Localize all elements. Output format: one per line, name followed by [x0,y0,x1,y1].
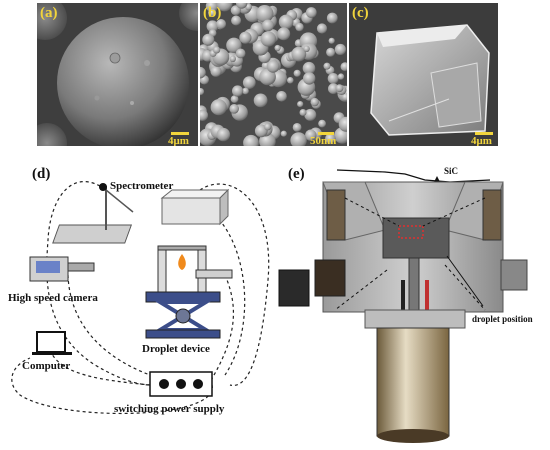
nanoparticle [305,129,317,141]
sem-nanoparticles-graphic [200,3,347,146]
panel-label-d: (d) [32,166,51,182]
nanoparticle [266,60,280,73]
nanoparticle [299,109,307,116]
nanoparticle [230,95,239,103]
nanoparticle [287,77,294,84]
nanoparticle [213,46,221,54]
nanoparticle [264,123,272,131]
nanoparticle [302,61,316,75]
nanoparticle [200,88,205,96]
nanoparticle [304,108,317,121]
nanoparticle [335,84,344,93]
scale-bar-b [318,132,334,135]
nanoparticle [216,127,231,142]
nanoparticle [200,66,206,79]
nanoparticle [303,45,310,52]
scale-bar-c [475,132,493,135]
sem-image-b: (b) 50nm [200,3,347,146]
nanoparticle [325,133,336,144]
sem-image-a: (a) 4μm [37,3,198,146]
nanoparticle [328,37,335,44]
sem-sphere-graphic [37,3,198,146]
nanoparticle [243,134,259,146]
sem-cube-graphic [349,3,498,146]
nanoparticle [318,119,326,128]
nanoparticle [293,69,301,77]
device-photo-graphic [278,169,528,443]
nanoparticle [236,3,248,9]
label-sic: SiC [444,166,459,176]
schematic-drawing [11,181,270,415]
nanoparticle [334,43,346,56]
nanoparticle [262,19,274,32]
nanoparticle [276,91,287,102]
nanoparticle [210,99,227,116]
nanoparticle [291,46,307,62]
nanoparticle [239,31,252,44]
nanoparticle [277,27,291,41]
nanoparticle [255,5,274,23]
label-switching-power-supply: switching power supply [114,403,225,415]
nanoparticle [206,20,219,33]
scale-bar-a [171,132,189,135]
scale-label-c: 4μm [471,135,492,146]
panel-label-b: (b) [203,5,222,21]
nanoparticle [232,85,244,97]
nanoparticle [327,73,339,84]
nanoparticle [326,47,336,57]
panel-label-e: (e) [288,166,305,182]
nanoparticle [334,127,347,144]
schematic-d: (d) Spectrometer High speed camera Dropl… [0,160,275,450]
nanoparticle [328,83,339,95]
nanoparticle [216,19,227,29]
nanoparticle [230,5,241,16]
nanoparticle [229,104,239,114]
nanoparticle [323,62,331,70]
nanoparticle [231,15,242,26]
nanoparticle [274,44,281,52]
nanoparticle [242,87,249,95]
scale-label-a: 4μm [168,135,189,146]
nanoparticle [310,97,319,107]
sem-image-c: (c) 4μm [349,3,498,146]
nanoparticle [242,76,256,89]
label-spectrometer: Spectrometer [110,180,174,192]
nanoparticle [259,68,276,86]
device-photo-e: (e) SiC droplet position [275,160,550,450]
nanoparticle [326,12,338,24]
nanoparticle [316,23,328,34]
panel-label-c: (c) [352,5,369,21]
nanoparticle [208,8,217,17]
panel-label-a: (a) [40,5,58,21]
nanoparticle [337,73,345,80]
nanoparticle [253,93,268,108]
nanoparticle [200,109,209,121]
nanoparticle [340,62,347,72]
nanoparticle [216,3,233,12]
nanoparticle [341,93,347,102]
nanoparticle [303,72,316,85]
nanoparticle [305,7,317,18]
nanoparticle [295,22,304,32]
nanoparticle [205,3,219,13]
nanoparticle [280,130,287,137]
nanoparticle [229,55,236,62]
label-droplet-device: Droplet device [142,343,210,355]
label-computer: Computer [22,360,71,372]
label-high-speed-camera: High speed camera [8,292,98,304]
nanoparticle [210,65,222,77]
nanoparticle [297,101,304,108]
label-droplet-position: droplet position [472,314,533,324]
nanoparticle [338,116,347,132]
nanoparticle [260,31,276,47]
nanoparticle [278,14,294,30]
scale-label-b: 50nm [310,135,337,146]
nanoparticle [202,33,215,46]
nanoparticle [290,132,307,146]
nanoparticle [226,37,242,53]
nanoparticle [235,48,246,59]
nanoparticle [292,123,302,132]
